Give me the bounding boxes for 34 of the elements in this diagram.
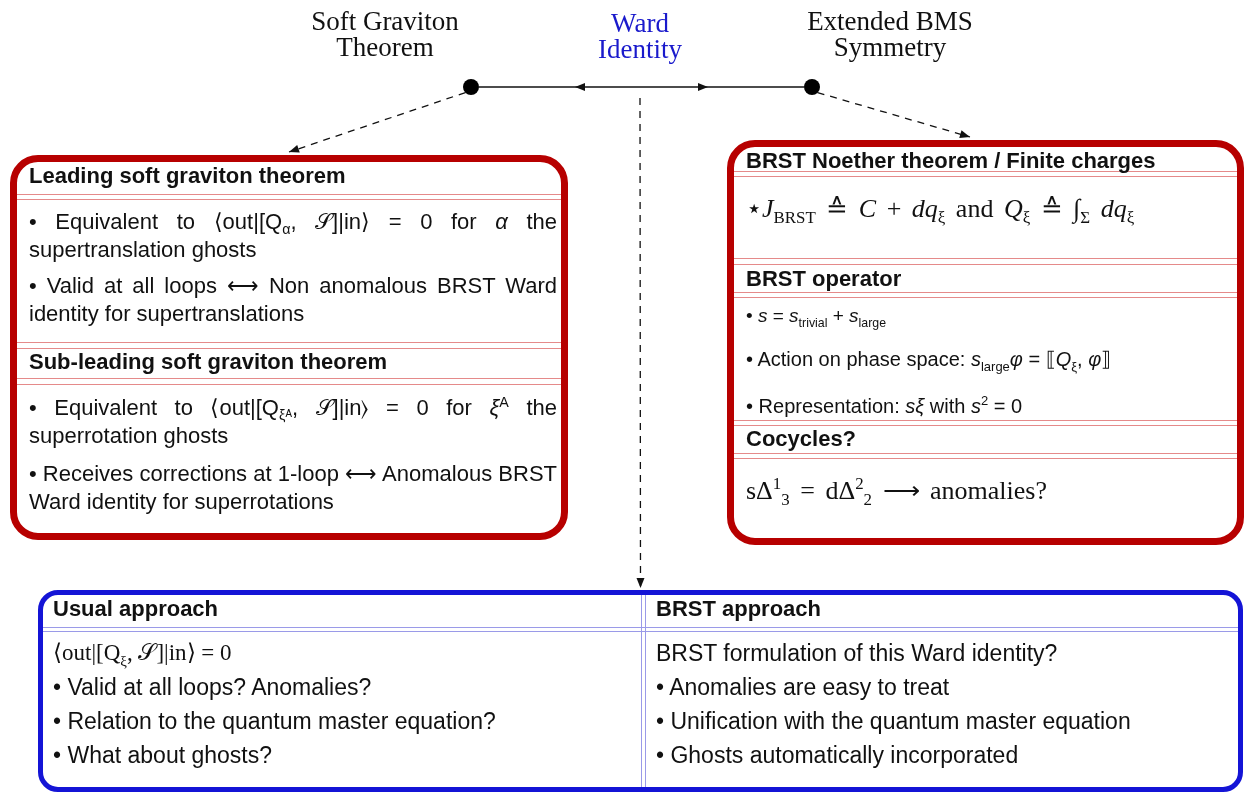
bullet-text: • What about ghosts? (53, 741, 274, 769)
formula: sΔ$^{1}$$_{3}$ = dΔ$^{2}$$_{2}$ ⟶ anomalies? (746, 475, 1048, 507)
arrow (478, 83, 805, 91)
bullet-text: • Valid at all loops? Anomalies? (53, 673, 373, 701)
bullet-text: • Valid at all loops ⟷ Non anomalous BRST Ward identity for supertranslations (29, 272, 557, 328)
section-heading: Usual approach (53, 595, 220, 623)
section-heading: Sub-leading soft graviton theorem (29, 348, 389, 376)
section-heading: Cocycles? (746, 425, 858, 453)
bullet-text: • Relation to the quantum master equation? (53, 707, 497, 735)
bullet-text: • Unification with the quantum master equation (656, 707, 1132, 735)
node-label: Ward Identity (575, 10, 705, 66)
dashed-arrow (288, 91, 467, 153)
section-card (727, 140, 1244, 545)
section-heading: BRST operator (746, 265, 903, 293)
bullet-text: • Equivalent to ⟨out|[Q$_{α}$, 𝒮]|in⟩ = 0 for α the supertranslation ghosts (29, 208, 557, 264)
node-label: Soft Graviton Theorem (310, 8, 460, 60)
bullet-text: • Ghosts automatically incorporated (656, 741, 1020, 769)
bullet-text: BRST formulation of this Ward identity? (656, 639, 1059, 667)
bullet-text: • Action on phase space: s$_{large}$φ = ⟦Q$_{ξ}$, φ⟧ (746, 347, 1113, 373)
formula: ⟨out|[Q$_{ξ}$, 𝒮]|in⟩ = 0 (53, 639, 233, 667)
table-box (38, 590, 1243, 792)
dashed-arrow (636, 97, 645, 589)
dashed-arrow (816, 91, 971, 139)
bullet-text: • Receives corrections at 1-loop ⟷ Anomalous BRST Ward identity for superrotations (29, 460, 557, 516)
section-heading: BRST Noether theorem / Finite charges (746, 147, 1157, 175)
section-heading: BRST approach (656, 595, 823, 623)
bullet-text: • s = s$_{trivial}$ + s$_{large}$ (746, 304, 887, 330)
section-heading: Leading soft graviton theorem (29, 162, 347, 190)
section-card (10, 155, 568, 540)
bullet-text: • Representation: sξ with s$^{2}$ = 0 (746, 392, 1024, 419)
bullet-text: • Equivalent to ⟨out|[Q$_{ξᴬ}$, 𝒮]|in⟩ = 0 for ξ$^{A}$ the superrotation ghosts (29, 394, 557, 450)
formula: ⋆J$_{BRST}$ ≙ C + dq$_{ξ}$ and Q$_{ξ}$ ≙ ∫$_{Σ}$ dq$_{ξ}$ (746, 193, 1136, 225)
node-label: Extended BMS Symmetry (806, 8, 974, 60)
bullet-text: • Anomalies are easy to treat (656, 673, 951, 701)
